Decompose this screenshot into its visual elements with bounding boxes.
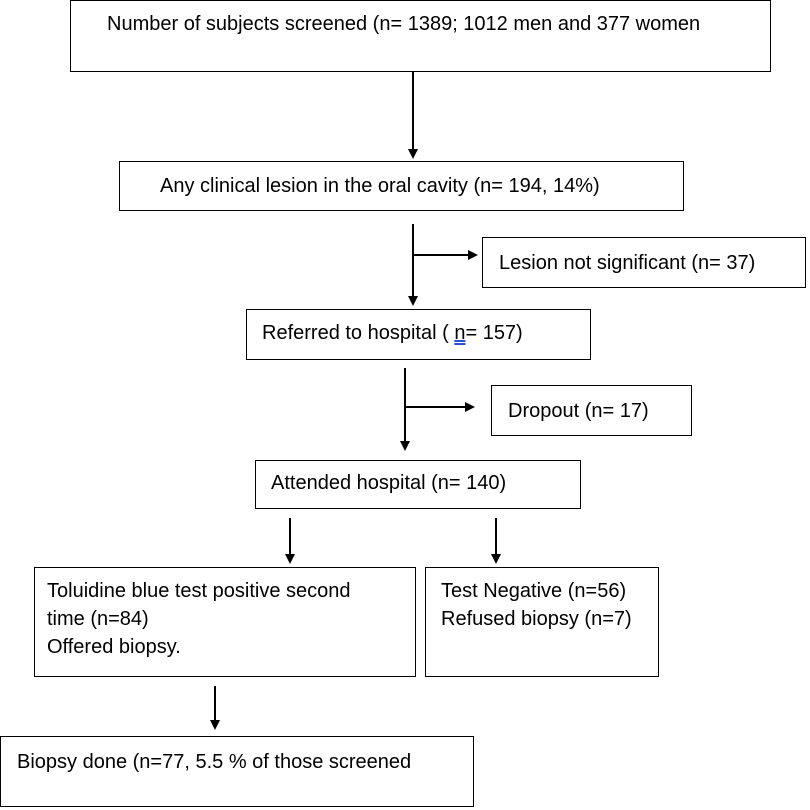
box-lesion-not-significant: Lesion not significant (n= 37)	[482, 237, 806, 288]
box-clinical-lesion: Any clinical lesion in the oral cavity (…	[119, 161, 684, 211]
box-subjects-screened: Number of subjects screened (n= 1389; 10…	[70, 0, 771, 72]
clinical-lesion-text: Any clinical lesion in the oral cavity (…	[160, 175, 600, 197]
dropout-text: Dropout (n= 17)	[508, 400, 649, 422]
box-referred-to-hospital: Referred to hospital ( n= 157)	[246, 309, 591, 360]
box-test-positive: Toluidine blue test positive second time…	[34, 567, 416, 677]
lesion-not-significant-text: Lesion not significant (n= 37)	[499, 252, 756, 274]
biopsy-done-text: Biopsy done (n=77, 5.5 % of those screen…	[17, 751, 412, 773]
test-positive-line-1: Toluidine blue test positive second	[47, 580, 351, 602]
test-positive-line-2: time (n=84)	[47, 608, 149, 630]
box-attended-hospital: Attended hospital (n= 140)	[255, 460, 581, 509]
box-biopsy-done: Biopsy done (n=77, 5.5 % of those screen…	[0, 736, 474, 807]
test-positive-line-3: Offered biopsy.	[47, 636, 181, 658]
box-test-negative: Test Negative (n=56) Refused biopsy (n=7…	[425, 567, 659, 677]
spellcheck-marked-n: n	[454, 322, 466, 344]
attended-hospital-text: Attended hospital (n= 140)	[271, 472, 507, 494]
subjects-screened-text: Number of subjects screened (n= 1389; 10…	[107, 13, 701, 35]
referred-prefix: Referred to hospital (	[262, 322, 455, 344]
box-dropout: Dropout (n= 17)	[491, 385, 692, 436]
referred-to-hospital-text: Referred to hospital ( n= 157)	[262, 319, 590, 347]
referred-suffix: = 157)	[465, 322, 523, 344]
test-negative-line-2: Refused biopsy (n=7)	[441, 608, 632, 630]
test-negative-line-1: Test Negative (n=56)	[441, 580, 627, 602]
